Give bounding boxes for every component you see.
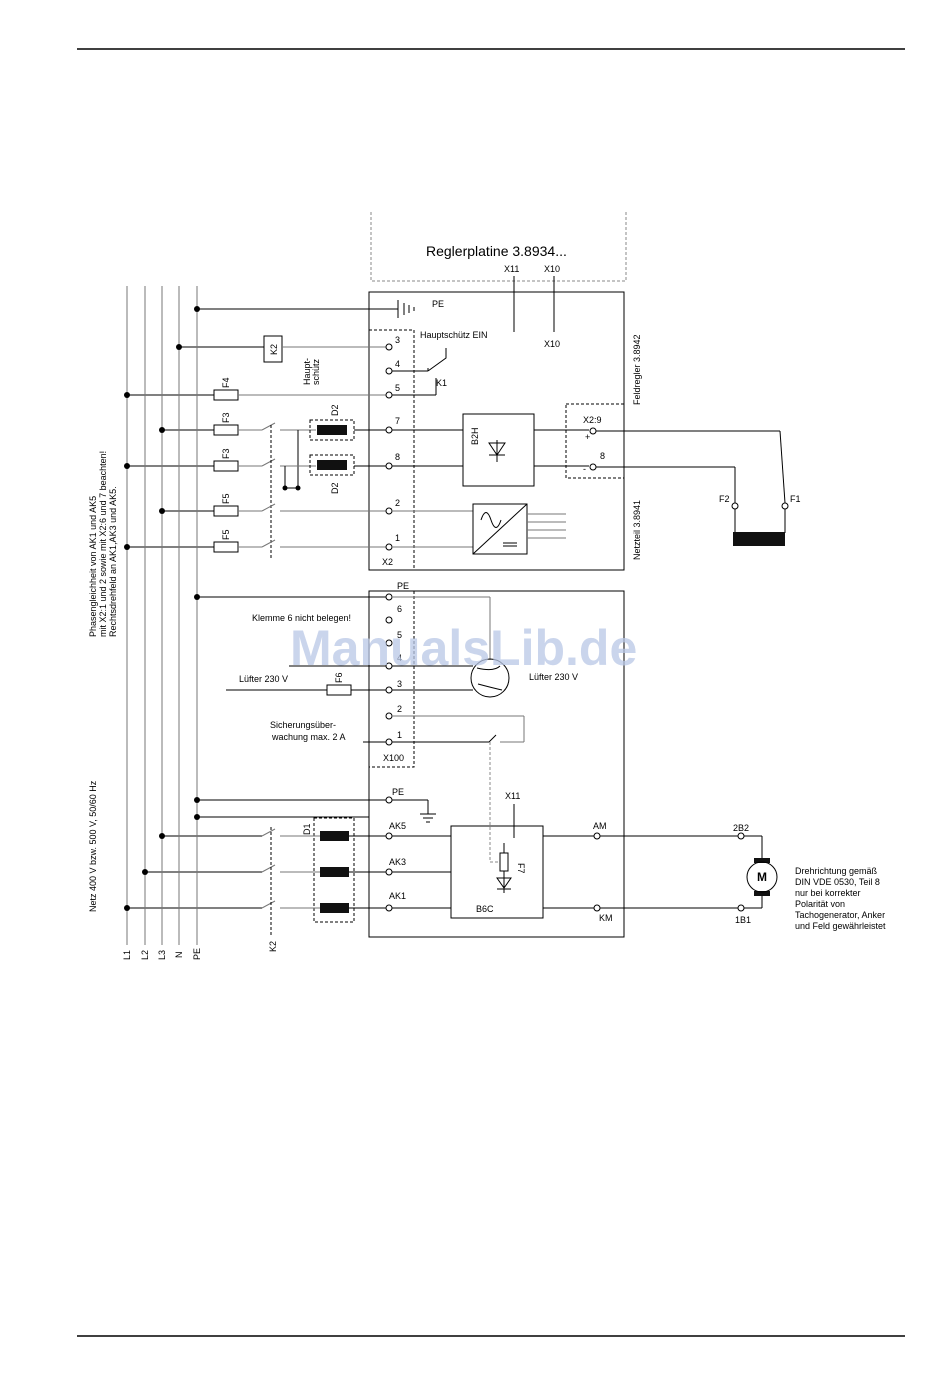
svg-text:AK3: AK3: [389, 857, 406, 867]
svg-text:F4: F4: [221, 377, 231, 388]
svg-text:Polarität von: Polarität von: [795, 899, 845, 909]
netz-note: Netz 400 V bzw. 500 V, 50/60 Hz: [88, 780, 98, 912]
svg-text:2: 2: [395, 498, 400, 508]
svg-text:M: M: [757, 870, 767, 884]
f2-label: F2: [719, 494, 730, 504]
feldregler-label: Feldregler 3.8942: [632, 334, 642, 405]
field-winding: [733, 532, 785, 546]
svg-text:2B2: 2B2: [733, 823, 749, 833]
svg-text:F7: F7: [516, 863, 526, 874]
regler-board-title: Reglerplatine 3.8934...: [426, 243, 567, 259]
mains-labels: L1 L2 L3 N PE K2: [122, 941, 278, 960]
svg-text:K2: K2: [268, 941, 278, 952]
k1-label: K1: [436, 378, 447, 388]
svg-text:D1: D1: [302, 823, 312, 835]
b6c-bridge: [450, 825, 544, 919]
hauptschuetz-ein-label: Hauptschütz EIN: [420, 330, 488, 340]
svg-text:AM: AM: [593, 821, 607, 831]
svg-text:5: 5: [395, 383, 400, 393]
svg-text:L3: L3: [157, 950, 167, 960]
svg-text:L1: L1: [122, 950, 132, 960]
svg-text:6: 6: [397, 604, 402, 614]
svg-text:F6: F6: [334, 672, 344, 683]
motor-note: Drehrichtung gemäß DIN VDE 0530, Teil 8 …: [795, 866, 886, 931]
svg-text:4: 4: [395, 359, 400, 369]
f1-label: F1: [790, 494, 801, 504]
svg-text:1: 1: [397, 730, 402, 740]
svg-text:F5: F5: [221, 493, 231, 504]
svg-text:8: 8: [600, 451, 605, 461]
fc-pe-label: PE: [432, 299, 444, 309]
svg-text:3: 3: [395, 335, 400, 345]
svg-text:L2: L2: [140, 950, 150, 960]
x11-label: X11: [505, 791, 520, 801]
svg-text:PE: PE: [192, 948, 202, 960]
svg-text:5: 5: [397, 630, 402, 640]
svg-text:D2: D2: [330, 482, 340, 494]
fc-x10-label: X10: [544, 339, 560, 349]
svg-text:7: 7: [395, 416, 400, 426]
svg-text:Tachogenerator, Anker: Tachogenerator, Anker: [795, 910, 885, 920]
sicherung-label-2: wachung max. 2 A: [271, 732, 346, 742]
svg-text:N: N: [174, 952, 184, 959]
svg-text:F5: F5: [221, 529, 231, 540]
netzteil-label: Netzteil 3.8941: [632, 500, 642, 560]
luefter-left-label: Lüfter 230 V: [239, 674, 288, 684]
motor-icon: [746, 861, 778, 893]
svg-text:PE: PE: [392, 787, 404, 797]
power-supply-module: [472, 503, 528, 555]
svg-text:4: 4: [397, 653, 402, 663]
x100-terminal-strip: [368, 590, 415, 768]
klemme6-note: Klemme 6 nicht belegen!: [252, 613, 351, 623]
svg-text:schütz: schütz: [311, 358, 321, 385]
x2-label: X2: [382, 557, 393, 567]
svg-text:-: -: [583, 464, 586, 474]
field-controller-box: [368, 291, 625, 571]
fan-icon: [470, 658, 510, 698]
svg-text:F3: F3: [221, 412, 231, 423]
svg-text:D2: D2: [330, 404, 340, 416]
svg-text:KM: KM: [599, 913, 613, 923]
svg-text:1B1: 1B1: [735, 915, 751, 925]
svg-text:Drehrichtung gemäß: Drehrichtung gemäß: [795, 866, 878, 876]
svg-text:B2H: B2H: [470, 427, 480, 445]
svg-text:Phasengleichheit von AK1 und A: Phasengleichheit von AK1 und AK5: [88, 496, 98, 637]
svg-text:B6C: B6C: [476, 904, 494, 914]
svg-text:1: 1: [395, 533, 400, 543]
board-x10-label: X10: [544, 264, 560, 274]
regler-board-outline: [370, 212, 627, 282]
svg-text:+: +: [585, 432, 590, 442]
power-unit-box: [368, 590, 625, 938]
svg-text:Rechtsdrehfeld an AK1,AK3 und: Rechtsdrehfeld an AK1,AK3 und AK5.: [108, 486, 118, 637]
svg-text:F3: F3: [221, 448, 231, 459]
phase-note: Phasengleichheit von AK1 und AK5 mit X2:…: [88, 451, 118, 637]
b2h-rectifier: [462, 413, 535, 487]
svg-text:PE: PE: [397, 581, 409, 591]
svg-text:mit X2:1 und 2 sowie mit X2:6: mit X2:1 und 2 sowie mit X2:6 und 7 beac…: [98, 451, 108, 637]
sicherung-label-1: Sicherungsüber-: [270, 720, 336, 730]
svg-text:3: 3: [397, 679, 402, 689]
board-x11-label: X11: [504, 264, 519, 274]
x2-terminal-strip: [368, 329, 415, 571]
x100-label: X100: [383, 753, 404, 763]
svg-text:DIN VDE 0530, Teil 8: DIN VDE 0530, Teil 8: [795, 877, 880, 887]
svg-text:AK5: AK5: [389, 821, 406, 831]
hauptschuetz-label: Haupt-: [302, 358, 312, 385]
luefter-right-label: Lüfter 230 V: [529, 672, 578, 682]
svg-text:und Feld gewährleistet: und Feld gewährleistet: [795, 921, 886, 931]
svg-text:2: 2: [397, 704, 402, 714]
svg-text:AK1: AK1: [389, 891, 406, 901]
svg-text:nur bei korrekter: nur bei korrekter: [795, 888, 861, 898]
svg-text:8: 8: [395, 452, 400, 462]
watermark: ManualsLib.de: [290, 620, 637, 676]
svg-text:X2:9: X2:9: [583, 415, 602, 425]
k2-coil-label: K2: [269, 344, 279, 355]
